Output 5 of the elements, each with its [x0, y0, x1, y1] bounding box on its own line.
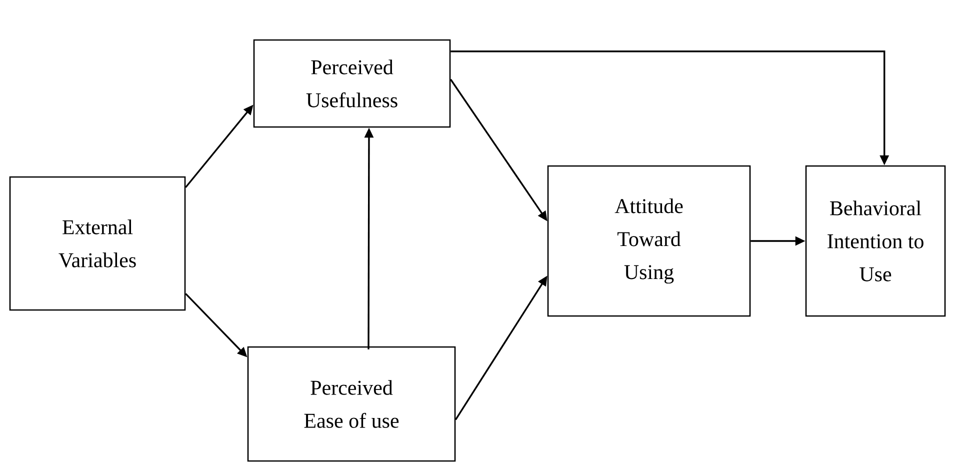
process-box: Attitude Toward Using	[547, 165, 751, 317]
process-box: Perceived Usefulness	[253, 39, 451, 128]
process-box: Behavioral Intention to Use	[805, 165, 946, 317]
process-box: Perceived Ease of use	[247, 346, 456, 462]
process-box: External Variables	[9, 176, 186, 311]
